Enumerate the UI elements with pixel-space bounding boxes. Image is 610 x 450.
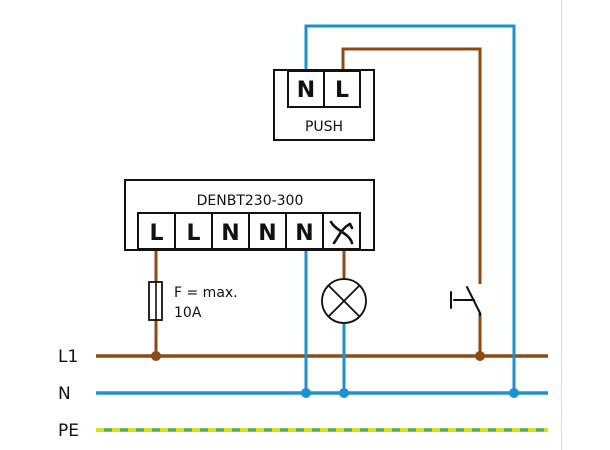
junction-dot-l1-fuse — [151, 351, 161, 361]
push-terminal-l-box — [323, 70, 361, 108]
n-bus-label: N — [58, 384, 71, 404]
fuse-label-line2: 10A — [174, 305, 202, 321]
junctions — [151, 351, 519, 398]
push-device: N L PUSH — [273, 69, 375, 141]
dimmer-terminal-5-label: N — [295, 221, 313, 246]
push-terminal-n-label: N — [297, 78, 315, 103]
pe-bus-label: PE — [58, 421, 79, 441]
lamp-icon — [321, 278, 367, 324]
pushbutton-switch-icon — [450, 286, 481, 316]
dimmer-terminal-2-label: L — [186, 221, 200, 246]
dimmer-device: DENBT230-300 L L N N N — [124, 179, 375, 251]
dimmer-terminal-4-label: N — [258, 221, 276, 246]
junction-dot-n-lamp — [339, 388, 349, 398]
push-device-label: PUSH — [305, 119, 343, 135]
junction-dot-n-dimmer — [301, 388, 311, 398]
dimmer-terminal-2-box — [174, 212, 213, 250]
push-terminal-l-label: L — [335, 78, 349, 103]
dimmer-terminal-5-box — [285, 212, 324, 250]
dimmer-terminal-4-box — [248, 212, 287, 250]
push-neutral-wire — [304, 24, 516, 393]
dimmer-terminal-1-label: L — [149, 221, 163, 246]
push-terminal-n-box — [287, 70, 325, 108]
dimmer-device-label: DENBT230-300 — [197, 193, 304, 209]
junction-dot-l1-switch — [475, 351, 485, 361]
l1-bus-label: L1 — [58, 347, 78, 367]
wires — [154, 24, 516, 393]
fuse-icon — [148, 281, 163, 321]
fuse-label-line1: F = max. — [174, 285, 238, 301]
bus-lines — [96, 354, 548, 432]
dimmer-symbol-icon — [329, 220, 354, 245]
page-right-border — [561, 0, 562, 450]
dimmer-terminal-3-label: N — [221, 221, 239, 246]
push-line-wire-upper — [341, 47, 482, 284]
junction-dot-n-push — [509, 388, 519, 398]
